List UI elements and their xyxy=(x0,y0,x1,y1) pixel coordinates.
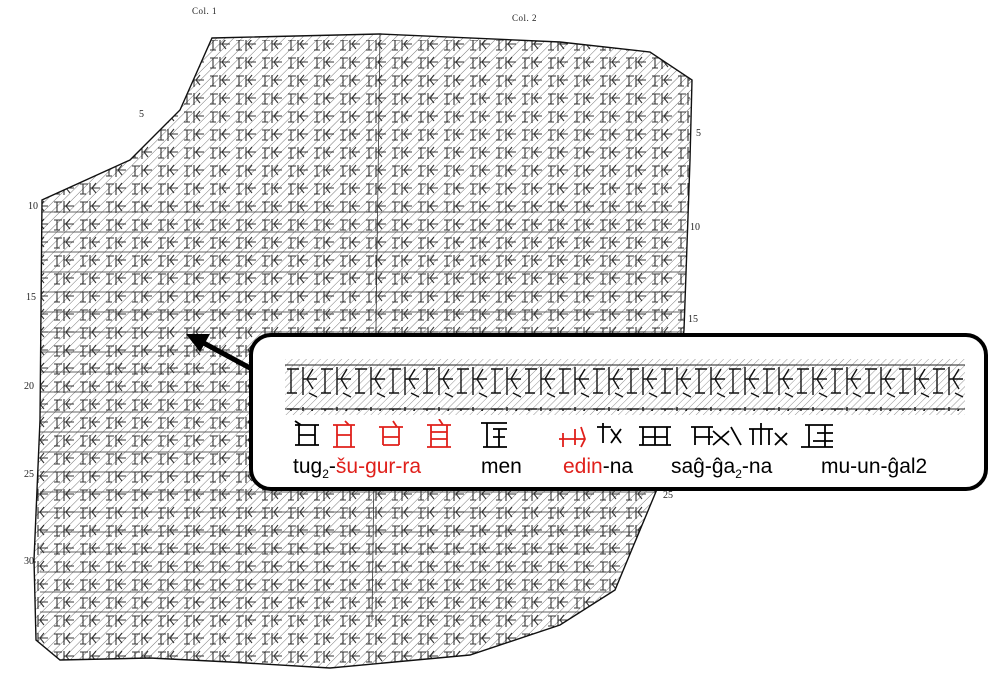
sign-gal2 xyxy=(801,424,833,448)
sign-edin xyxy=(559,426,586,448)
translit-highlight: šu-gur-ra xyxy=(335,455,422,478)
sign-su xyxy=(333,420,355,448)
translit-sagga2na: saĝ-ĝa2-na xyxy=(671,455,772,481)
translit-text: saĝ-ĝa xyxy=(671,455,736,478)
sign-ga2 xyxy=(691,426,742,446)
line-number-right: 5 xyxy=(696,128,701,139)
tablet-outline xyxy=(33,33,693,669)
line-number-right: 15 xyxy=(688,314,698,325)
translit-text: -na xyxy=(741,455,773,478)
column-header-2: Col. 2 xyxy=(512,13,538,23)
sign-sag xyxy=(639,426,671,446)
translit-tug2-sugurra: tug2-šu-gur-ra xyxy=(293,455,421,481)
line-number-left: 25 xyxy=(24,469,34,480)
translit-subscript: 2 xyxy=(735,467,742,482)
line-number-left: 15 xyxy=(26,292,36,303)
line-number-right: 25 xyxy=(663,490,673,501)
pointer-arrow xyxy=(186,334,252,371)
translit-subscript: 2 xyxy=(322,467,329,482)
translit-text: -na xyxy=(602,455,634,478)
sign-mu-un xyxy=(749,423,788,446)
tablet-line-detail xyxy=(285,359,965,415)
line-number-left: 5 xyxy=(139,109,144,120)
sign-gur xyxy=(379,420,403,446)
sign-tug2 xyxy=(294,420,319,446)
sign-men xyxy=(481,422,507,448)
column-header-1: Col. 1 xyxy=(192,6,218,16)
translit-men: men xyxy=(481,455,522,478)
line-number-left: 20 xyxy=(24,381,34,392)
translit-highlight: edin xyxy=(563,455,603,478)
sign-ra xyxy=(427,419,451,448)
line-number-left: 30 xyxy=(24,556,34,567)
cuneiform-signs xyxy=(294,419,833,448)
translit-muungal2: mu-un-ĝal2 xyxy=(821,455,928,478)
sign-na xyxy=(597,423,622,444)
line-number-left: 10 xyxy=(28,201,38,212)
translit-text: - xyxy=(328,455,336,478)
line-number-right: 10 xyxy=(690,222,700,233)
translit-text: tug xyxy=(293,455,323,478)
translit-edinna: edin-na xyxy=(563,455,633,479)
callout-box: tug2-šu-gur-ra men edin-na saĝ-ĝa2-na mu… xyxy=(249,333,988,491)
